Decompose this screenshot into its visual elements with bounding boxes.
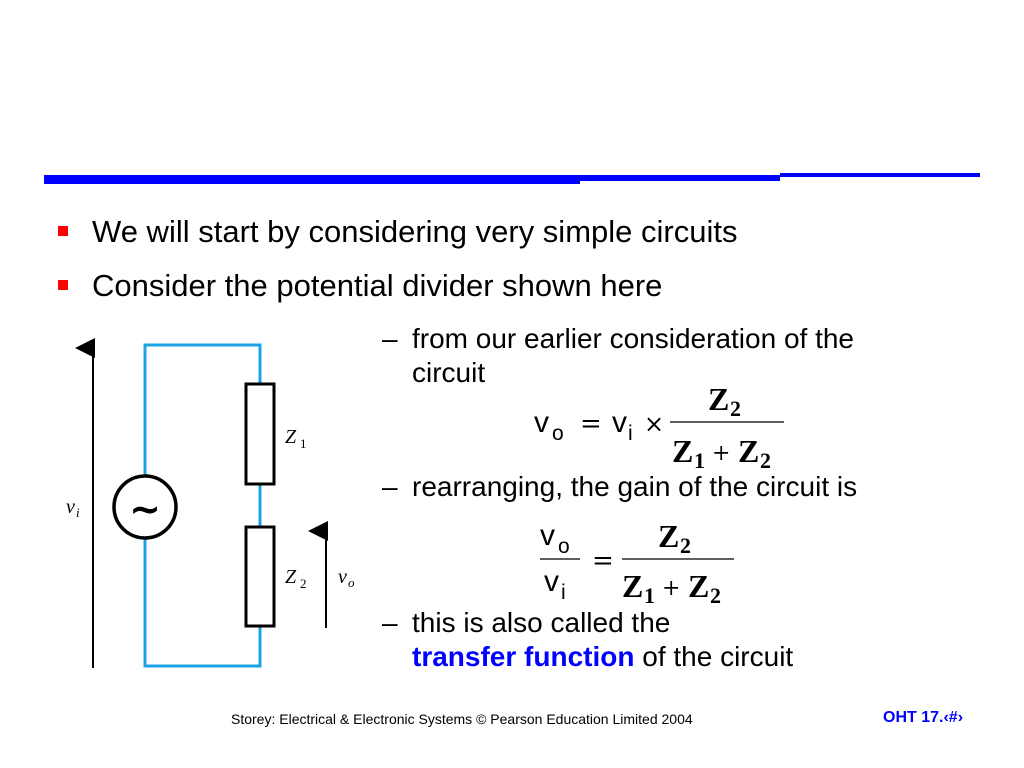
formula-subscript: i [561, 581, 566, 604]
formula-symbol: v [540, 519, 555, 552]
formula-subscript: 2 [710, 583, 721, 608]
dash-marker: – [382, 471, 398, 502]
impedance-z2 [244, 525, 276, 628]
formula-subscript: o [558, 535, 570, 558]
header-rule-right [780, 173, 980, 177]
formula-subscript: 2 [730, 396, 741, 421]
formula-symbol: Z [672, 433, 693, 469]
formula-symbol: Z [622, 568, 643, 604]
circuit-wire-bottom [143, 538, 262, 668]
formula-symbol: v [612, 406, 627, 439]
subpoint-earlier: – from our earlier consideration of the … [382, 322, 854, 390]
circuit-wire-top [143, 343, 262, 476]
footer-citation: Storey: Electrical & Electronic Systems … [231, 711, 693, 727]
formula-subscript: 2 [760, 448, 771, 470]
header-rule-left [44, 175, 580, 184]
bullet-list: We will start by considering very simple… [56, 205, 737, 313]
transfer-function-term: transfer function [412, 641, 635, 672]
subpoint-rest: of the circuit [634, 641, 794, 672]
formula-times: × [644, 410, 664, 438]
impedance-z1 [244, 382, 276, 486]
bullet-item: We will start by considering very simple… [56, 205, 737, 259]
subpoint-line: this is also called the [412, 607, 671, 638]
subpoint-line: circuit [412, 357, 486, 388]
dash-marker: – [382, 323, 398, 354]
bullet-square-icon [58, 280, 68, 290]
formula-symbol: v [544, 565, 559, 598]
formula-subscript: 1 [644, 583, 655, 608]
z2-label: Z [285, 566, 297, 588]
subpoint-rearranging: – rearranging, the gain of the circuit i… [382, 470, 857, 504]
vo-label: v [338, 566, 347, 588]
page-number: OHT 17.‹#› [883, 709, 964, 726]
ac-source-symbol: ~ [129, 487, 161, 531]
formula-subscript: o [552, 422, 564, 445]
vi-label: v [66, 496, 75, 518]
subpoint-line: rearranging, the gain of the circuit is [412, 471, 858, 502]
ac-source-icon [112, 474, 178, 540]
bullet-item: Consider the potential divider shown her… [56, 259, 737, 313]
formula-symbol: Z [738, 433, 759, 469]
subpoint-transfer: – this is also called the transfer funct… [382, 606, 793, 674]
z2-subscript: 2 [300, 576, 307, 591]
formula-subscript: 2 [680, 533, 691, 558]
formula-plus: + [662, 576, 680, 601]
bullet-text: Consider the potential divider shown her… [92, 268, 663, 303]
potential-divider-circuit: ~ Z 1 Z 2 v i v o [66, 338, 355, 668]
formula-gain: v o v i = Z 2 Z 1 + Z 2 [540, 518, 734, 608]
z1-label: Z [285, 426, 297, 448]
subpoint-line: from our earlier consideration of the [412, 323, 854, 354]
header-rule-mid [580, 175, 780, 181]
subpoint-line: transfer function of the circuit [382, 640, 793, 674]
bullet-text: We will start by considering very simple… [92, 214, 738, 249]
z1-subscript: 1 [300, 436, 307, 451]
vo-subscript: o [348, 575, 355, 590]
formula-symbol: v [534, 406, 549, 439]
formula-symbol: Z [658, 518, 679, 554]
formula-plus: + [712, 441, 730, 466]
vi-subscript: i [76, 505, 80, 520]
formula-subscript: i [628, 422, 633, 445]
formula-subscript: 1 [694, 448, 705, 470]
formula-symbol: Z [708, 381, 729, 417]
bullet-square-icon [58, 226, 68, 236]
dash-marker: – [382, 607, 398, 638]
formula-symbol: Z [688, 568, 709, 604]
formula-voltage-divider: v o = v i × Z 2 Z 1 + Z 2 [534, 381, 784, 470]
formula-equals: = [592, 546, 614, 576]
formula-equals: = [580, 409, 602, 439]
